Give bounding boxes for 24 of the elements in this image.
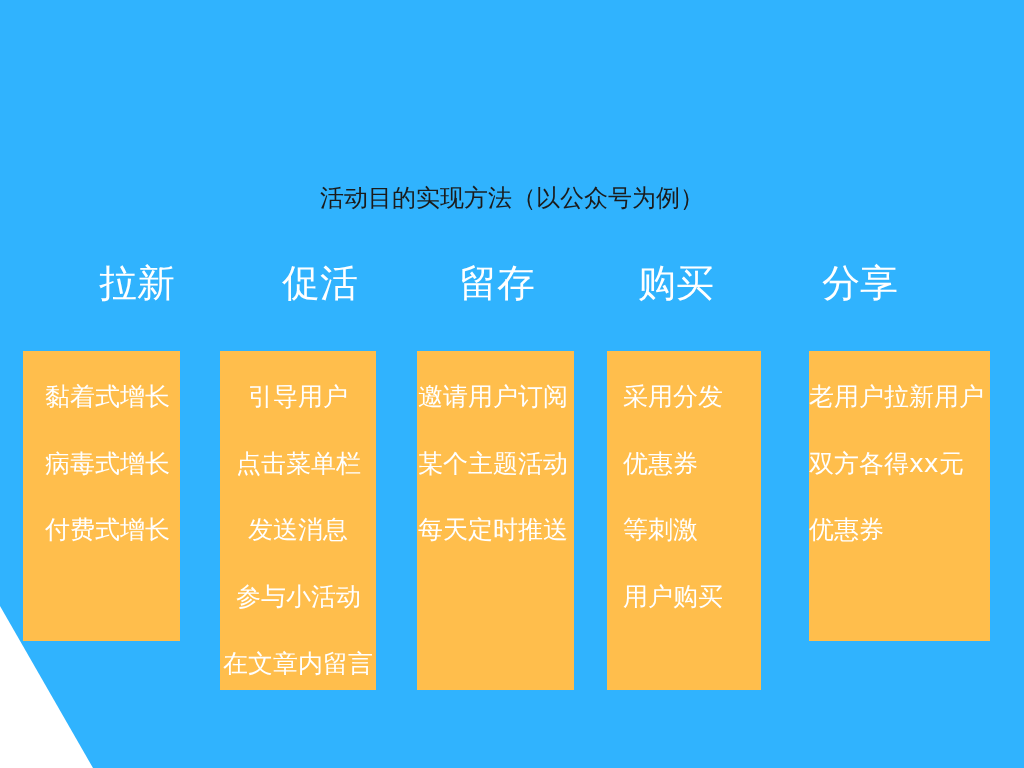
method-text: 等刺激 bbox=[623, 516, 698, 545]
method-text: 在文章内留言 bbox=[223, 649, 373, 678]
method-text: 参与小活动 bbox=[235, 583, 361, 612]
method-text: 老用户拉新用户 bbox=[809, 383, 984, 411]
method-text: 某个主题活动 bbox=[418, 449, 568, 478]
column-heading: 促活 bbox=[282, 263, 358, 303]
method-text: 付费式增长 bbox=[45, 516, 170, 545]
method-text: 发送消息 bbox=[248, 516, 348, 545]
method-text: 采用分发 bbox=[623, 383, 723, 411]
method-text: 双方各得xx元 bbox=[809, 449, 964, 478]
column-heading: 拉新 bbox=[99, 263, 175, 303]
method-text: 优惠券 bbox=[809, 516, 884, 545]
method-text: 优惠券 bbox=[623, 449, 698, 478]
column-heading: 留存 bbox=[459, 263, 535, 303]
method-text: 黏着式增长 bbox=[45, 383, 170, 411]
method-text: 引导用户 bbox=[248, 383, 348, 411]
method-text: 每天定时推送 bbox=[418, 516, 568, 545]
column-heading: 分享 bbox=[822, 263, 898, 303]
diagram-title: 活动目的实现方法（以公众号为例） bbox=[320, 184, 704, 212]
method-text: 点击菜单栏 bbox=[235, 449, 361, 478]
method-text: 用户购买 bbox=[623, 583, 723, 612]
column-heading: 购买 bbox=[638, 263, 714, 303]
method-text: 邀请用户订阅 bbox=[418, 383, 568, 411]
method-text: 病毒式增长 bbox=[45, 449, 170, 478]
